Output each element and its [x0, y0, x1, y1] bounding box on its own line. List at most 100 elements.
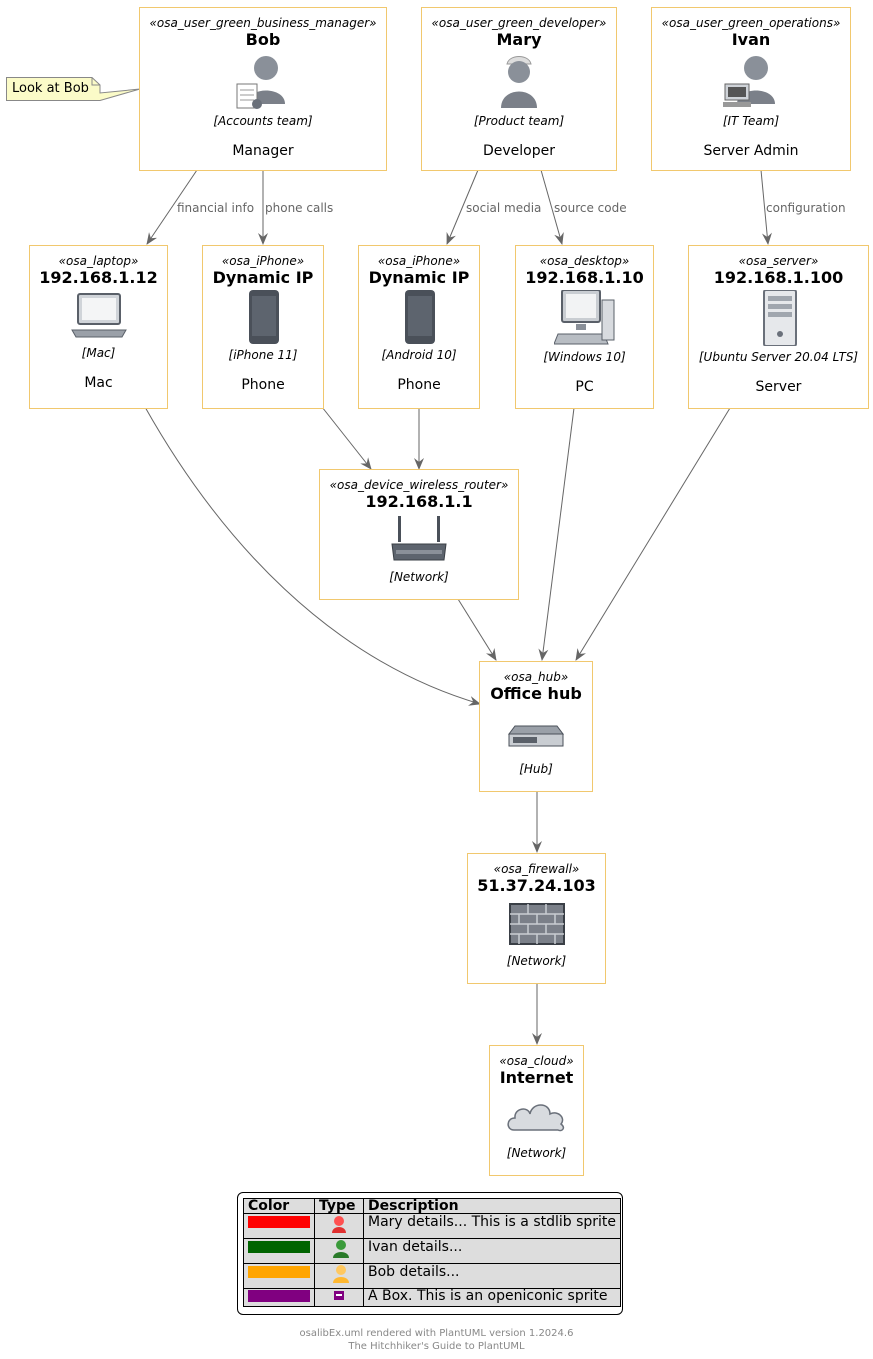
legend-description: A Box. This is an openiconic sprite [362, 1288, 622, 1307]
node-hub[interactable]: «osa_hub» Office hub [Hub] [479, 661, 593, 792]
node-description: Manager [232, 143, 294, 159]
node-technology: [Accounts team] [213, 114, 313, 128]
legend-header-color: Color [243, 1198, 315, 1214]
legend-description: Mary details... This is a stdlib sprite [362, 1213, 622, 1239]
hub-icon [508, 725, 564, 747]
node-technology: [IT Team] [722, 114, 780, 128]
node-title: 192.168.1.10 [525, 268, 644, 287]
wireless-router-icon [391, 516, 447, 561]
footer-line-2: The Hitchhiker's Guide to PlantUML [348, 1341, 525, 1352]
edge-label-source-code: source code [554, 201, 627, 215]
node-title: Bob [245, 30, 281, 49]
node-desktop[interactable]: «osa_desktop» 192.168.1.10 [Windows 10] … [515, 245, 654, 409]
node-bob[interactable]: «osa_user_green_business_manager» Bob [A… [139, 7, 387, 171]
note-shape [6, 77, 141, 101]
node-iphone[interactable]: «osa_iPhone» Dynamic IP [iPhone 11] Phon… [202, 245, 324, 409]
node-firewall[interactable]: «osa_firewall» 51.37.24.103 [Network] [467, 853, 606, 984]
legend-color-swatch [248, 1290, 310, 1302]
edge-mary-android [446, 169, 479, 245]
note-text: Look at Bob [12, 81, 89, 96]
node-stereotype: «osa_user_green_operations» [661, 16, 841, 30]
iphone-icon [249, 290, 279, 344]
node-technology: [Product team] [473, 114, 565, 128]
edge-desktop-hub [538, 407, 575, 661]
node-technology: [Network] [506, 1146, 567, 1160]
legend-color-swatch [248, 1266, 310, 1278]
node-stereotype: «osa_hub» [503, 670, 569, 684]
node-ivan[interactable]: «osa_user_green_operations» Ivan [IT Tea… [651, 7, 851, 171]
node-stereotype: «osa_user_green_business_manager» [149, 16, 377, 30]
node-stereotype: «osa_device_wireless_router» [329, 478, 509, 492]
note-look-at-bob: Look at Bob [6, 77, 141, 101]
edge-label-configuration: configuration [766, 201, 846, 215]
android-phone-icon [405, 290, 435, 344]
node-title: Office hub [490, 684, 582, 703]
edge-router-hub [457, 598, 497, 661]
node-technology: [Network] [506, 954, 567, 968]
node-technology: [Network] [389, 570, 449, 584]
orange-person-icon [333, 1265, 349, 1283]
legend-description: Ivan details... [362, 1238, 622, 1264]
node-description: Phone [241, 377, 285, 393]
node-stereotype: «osa_user_green_developer» [431, 16, 607, 30]
legend-description: Bob details... [362, 1263, 622, 1289]
edge-server-hub [575, 407, 731, 661]
node-router[interactable]: «osa_device_wireless_router» 192.168.1.1… [319, 469, 519, 600]
node-description: Server Admin [703, 143, 799, 159]
node-laptop[interactable]: «osa_laptop» 192.168.1.12 [Mac] Mac [29, 245, 168, 409]
node-title: 51.37.24.103 [477, 876, 596, 895]
node-stereotype: «osa_laptop» [58, 254, 139, 268]
node-technology: [Hub] [519, 762, 553, 776]
node-description: Developer [482, 143, 555, 159]
node-server[interactable]: «osa_server» 192.168.1.100 [Ubuntu Serve… [688, 245, 869, 409]
legend-color-swatch [248, 1216, 310, 1228]
node-cloud[interactable]: «osa_cloud» Internet [Network] [489, 1045, 584, 1176]
desktop-icon [553, 290, 614, 345]
footer-line-1: osalibEx.uml rendered with PlantUML vers… [299, 1328, 574, 1339]
node-technology: [Mac] [81, 346, 116, 360]
node-technology: [Windows 10] [543, 350, 626, 364]
node-title: Internet [499, 1068, 574, 1087]
edge-laptop-hub [144, 406, 481, 706]
legend-row: Ivan details... [243, 1238, 622, 1264]
developer-icon [501, 56, 537, 108]
red-person-icon [332, 1216, 346, 1233]
node-title: Dynamic IP [368, 268, 470, 287]
node-description: Server [755, 379, 802, 395]
cloud-icon [506, 1104, 564, 1132]
server-icon [762, 290, 797, 346]
edge-iphone-router [321, 406, 372, 470]
node-technology: [Android 10] [381, 348, 457, 362]
node-title: Dynamic IP [212, 268, 314, 287]
node-stereotype: «osa_desktop» [539, 254, 630, 268]
business-manager-icon [236, 56, 285, 109]
node-description: Phone [397, 377, 441, 393]
legend-color-swatch [248, 1241, 310, 1253]
firewall-icon [508, 903, 565, 945]
node-title: 192.168.1.12 [39, 268, 158, 287]
node-stereotype: «osa_cloud» [499, 1054, 574, 1068]
operations-icon [723, 56, 775, 107]
edge-bob-laptop [146, 169, 198, 245]
purple-box-icon [334, 1291, 344, 1300]
legend-row: Mary details... This is a stdlib sprite [243, 1213, 622, 1239]
node-mary[interactable]: «osa_user_green_developer» Mary [Product… [421, 7, 617, 171]
green-person-icon [333, 1240, 349, 1258]
node-title: 192.168.1.1 [365, 492, 473, 511]
edge-label-financial-info: financial info [177, 201, 254, 215]
legend: Color Type Description Mary details... T… [237, 1192, 623, 1315]
node-description: Mac [84, 375, 113, 391]
legend-header-description: Description [362, 1198, 622, 1214]
node-stereotype: «osa_iPhone» [221, 254, 305, 268]
node-android[interactable]: «osa_iPhone» Dynamic IP [Android 10] Pho… [358, 245, 480, 409]
node-stereotype: «osa_iPhone» [377, 254, 461, 268]
edge-ivan-server [760, 169, 772, 245]
node-title: Ivan [731, 30, 771, 49]
node-stereotype: «osa_firewall» [493, 862, 580, 876]
legend-header-type: Type [314, 1198, 364, 1214]
node-description: PC [575, 379, 594, 395]
node-technology: [iPhone 11] [228, 348, 298, 362]
edge-label-phone-calls: phone calls [265, 201, 333, 215]
edge-mary-desktop [540, 169, 564, 245]
